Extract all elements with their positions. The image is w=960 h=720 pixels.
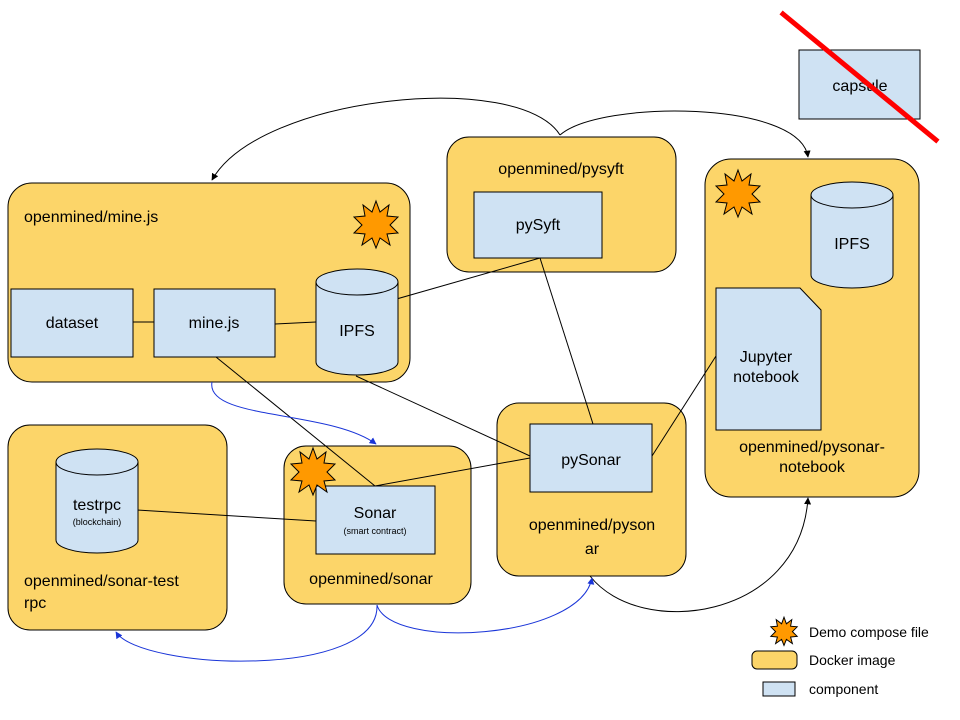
link-testrpc-sonar (136, 509, 317, 522)
legend-star-icon (770, 616, 798, 646)
arrow-minejs-to-sonar (211, 381, 377, 445)
link-minejs-sonar (215, 356, 376, 487)
link-pysonar-jupyter (651, 355, 717, 457)
component-minejs (153, 288, 276, 358)
component-ipfs-notebook (810, 181, 894, 289)
component-ipfs-minejs (315, 268, 399, 376)
link-ipfs-pysonar (355, 375, 531, 457)
arrow-sonar-to-pysonar (376, 577, 595, 634)
legend: Demo compose file Docker image component (751, 616, 929, 697)
label-pysyft: pySyft (516, 217, 561, 234)
arrow-pysyft-to-minejs (211, 97, 561, 181)
label-minejs: mine.js (189, 315, 240, 332)
link-pysyft-pysonar (539, 257, 594, 425)
label-pysonar: pySonar (561, 452, 621, 469)
cross-out-mark (779, 10, 940, 144)
arrow-pysyft-to-notebook (559, 110, 811, 158)
component-testrpc (55, 448, 139, 554)
label-testrpc: testrpc (73, 497, 121, 514)
label-image-sonar: openmined/sonar (309, 571, 433, 588)
component-sonar (315, 485, 436, 555)
label-image-pysyft: openmined/pysyft (498, 161, 624, 178)
link-sonar-pysonar (374, 457, 531, 487)
label-jupyter-line1: Jupyter (740, 349, 793, 366)
label-ipfs-minejs: IPFS (339, 323, 375, 340)
label-dataset: dataset (46, 315, 99, 332)
label-sonar: Sonar (354, 505, 397, 522)
label-image-pysonar-line2: ar (585, 541, 600, 558)
label-jupyter-line2: notebook (733, 369, 800, 386)
component-dataset (10, 288, 134, 358)
label-image-sonar-test-line2: rpc (24, 595, 46, 612)
legend-docker-label: Docker image (809, 652, 896, 668)
legend-demo-label: Demo compose file (809, 624, 929, 640)
label-image-notebook-line1: openmined/pysonar- (739, 439, 885, 456)
label-ipfs-notebook: IPFS (834, 236, 870, 253)
component-pysonar (529, 423, 653, 493)
legend-component-swatch (762, 681, 796, 697)
label-sonar-sub: (smart contract) (343, 526, 406, 536)
component-jupyter-notebook (715, 287, 822, 431)
component-pysyft (473, 191, 603, 259)
label-image-sonar-test-line1: openmined/sonar-test (24, 573, 179, 590)
label-testrpc-sub: (blockchain) (73, 517, 122, 527)
label-image-notebook-line2: notebook (779, 459, 846, 476)
legend-component-label: component (809, 681, 878, 697)
label-image-minejs: openmined/mine.js (24, 209, 158, 226)
arrow-sonar-to-testrpc (115, 604, 378, 662)
arrows (115, 97, 812, 662)
link-minejs-ipfs (274, 321, 317, 325)
label-image-pysonar-line1: openmined/pyson (529, 517, 655, 534)
legend-docker-swatch (751, 650, 798, 670)
arrow-pysonar-to-notebook (589, 497, 812, 613)
